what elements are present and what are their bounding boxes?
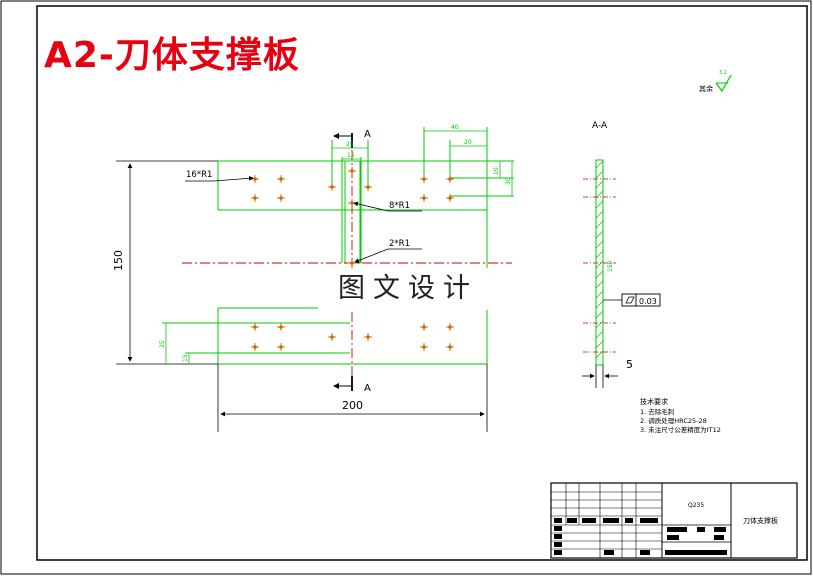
hole	[446, 175, 454, 183]
dim-height	[116, 160, 218, 365]
hole	[277, 343, 285, 351]
hole	[364, 333, 372, 341]
hole	[277, 194, 285, 202]
title-block-material: Q235	[688, 502, 704, 509]
hole	[446, 194, 454, 202]
hole	[446, 343, 454, 351]
section-cut-top	[333, 133, 353, 148]
hole	[251, 343, 259, 351]
hole	[348, 167, 356, 175]
title-block-fills	[554, 518, 727, 555]
hole	[277, 175, 285, 183]
dim-right-30: 30	[505, 177, 512, 185]
hole	[420, 323, 428, 331]
plate-outline	[162, 127, 514, 365]
hole	[446, 323, 454, 331]
hole	[277, 323, 285, 331]
tech-req-line: 1. 去除毛刺	[640, 407, 674, 416]
dim-width	[217, 364, 488, 432]
note-middle-holes: 8*R1	[389, 201, 410, 211]
tech-req-line: 2. 调质处理HRC25-28	[640, 416, 707, 425]
dim-right-10: 10	[493, 167, 500, 175]
roughness-note: 其余	[699, 84, 713, 93]
flatness-value: 0.03	[639, 297, 657, 306]
section-label-top: A	[364, 129, 371, 140]
drawing-title: A2-刀体支撑板	[44, 35, 300, 76]
centerlines	[182, 150, 512, 380]
hole	[328, 333, 336, 341]
dim-section-height: 150	[607, 260, 614, 272]
watermark: 图文设计	[318, 268, 498, 310]
tech-req-line: 3. 未注尺寸公差精度为IT12	[640, 425, 721, 434]
hole	[251, 194, 259, 202]
section-view-title: A-A	[592, 121, 608, 131]
dim-top-15: 15	[347, 152, 355, 159]
title-block-part-name: 刀体支撑板	[743, 516, 778, 525]
tech-req-heading: 技术要求	[640, 397, 668, 406]
hole	[328, 183, 336, 191]
dim-top-25: 25	[346, 141, 354, 148]
hole	[420, 175, 428, 183]
hole	[251, 323, 259, 331]
hole	[420, 194, 428, 202]
dim-small	[165, 130, 513, 364]
section-cut-bottom	[333, 376, 353, 391]
section-view	[582, 159, 661, 388]
dim-left-25: 25	[159, 340, 166, 348]
hole	[348, 259, 356, 267]
dim-top-40: 40	[451, 124, 459, 131]
hole	[364, 183, 372, 191]
roughness-symbol	[715, 74, 732, 93]
hole	[251, 175, 259, 183]
holes	[251, 167, 454, 351]
dim-height-label: 150	[112, 250, 125, 271]
section-label-bottom: A	[364, 383, 371, 394]
note-corner-holes: 16*R1	[186, 170, 212, 180]
inner-border	[36, 5, 808, 561]
hole-leaders	[185, 175, 422, 263]
title-block	[550, 482, 798, 559]
note-center-holes: 2*R1	[389, 239, 410, 249]
dim-section-thickness: 5	[626, 358, 633, 371]
roughness-value: 3.2	[719, 70, 727, 76]
dim-width-label: 200	[342, 399, 363, 412]
dim-left-15: 15	[182, 354, 189, 362]
hole	[420, 343, 428, 351]
dim-top-20: 20	[464, 139, 472, 146]
